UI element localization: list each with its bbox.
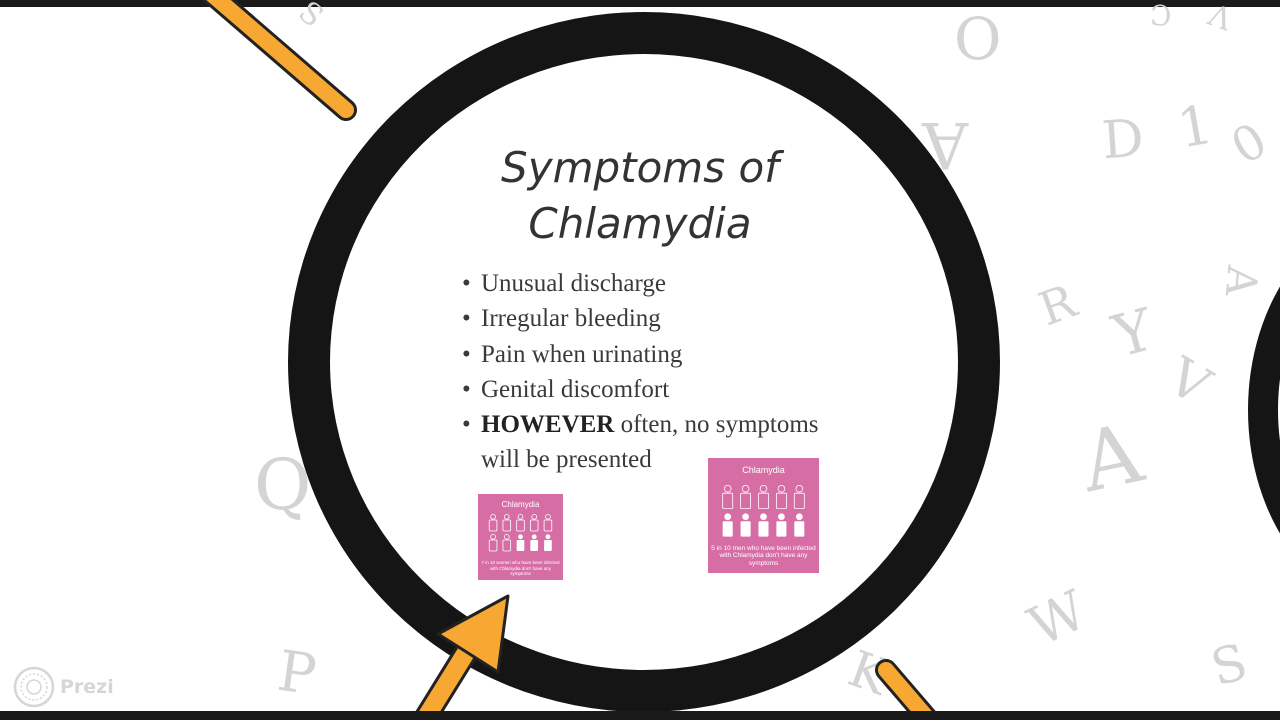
person-icon xyxy=(758,484,769,509)
list-item-text: Genital discomfort xyxy=(481,375,670,403)
person-icon xyxy=(543,514,553,532)
list-item: • Irregular bleeding xyxy=(462,301,882,336)
person-icon xyxy=(502,514,512,532)
person-icon xyxy=(740,484,752,509)
bullet-icon: • xyxy=(462,305,471,333)
card-title: Chlamydia xyxy=(501,500,540,509)
person-icon xyxy=(488,514,498,532)
card-caption: 7 in 10 women who have been infected wit… xyxy=(481,560,560,576)
person-icon xyxy=(794,513,805,537)
person-icon xyxy=(722,484,734,509)
list-item: • HOWEVER often, no symptoms will be pre… xyxy=(462,407,882,478)
men-infographic-card[interactable]: Chlamydia 5 in 10 men who have been infe… xyxy=(708,458,819,573)
list-item-text: Unusual discharge xyxy=(481,270,666,297)
arrow-top-left xyxy=(201,0,357,121)
person-icon xyxy=(775,484,787,509)
person-icon xyxy=(544,534,552,551)
bullet-icon: • xyxy=(462,340,471,368)
list-item-text: Pain when urinating xyxy=(481,340,683,368)
bullet-icon: • xyxy=(462,375,471,403)
bg-letter-o: O xyxy=(954,5,1002,73)
slide-title: Symptoms of Chlamydia xyxy=(440,140,840,252)
person-icon xyxy=(516,514,525,532)
title-line-2: Chlamydia xyxy=(528,199,752,248)
person-icon xyxy=(793,484,805,509)
list-item-text: often, no symptoms xyxy=(614,411,819,439)
women-figures-icon xyxy=(488,514,553,552)
list-item: • Pain when urinating xyxy=(462,337,882,372)
person-icon xyxy=(776,513,787,537)
top-letterbox-bar xyxy=(0,0,1280,7)
person-icon xyxy=(516,534,525,551)
arrow-bottom-left xyxy=(410,594,510,720)
symptom-list: • Unusual discharge • Irregular bleeding… xyxy=(462,266,882,478)
prezi-logo-text: Prezi xyxy=(60,676,114,698)
arrow-bottom-right xyxy=(875,659,944,720)
bullet-icon: • xyxy=(462,270,471,297)
person-icon xyxy=(529,514,539,532)
card-title: Chlamydia xyxy=(742,465,785,475)
bottom-letterbox-bar xyxy=(0,711,1280,720)
men-figures-icon xyxy=(722,484,805,537)
women-infographic-card[interactable]: Chlamydia 7 in 10 women who have been in… xyxy=(478,494,563,580)
list-item: • Genital discomfort xyxy=(462,372,882,407)
list-item-continuation: will be presented xyxy=(481,446,652,474)
title-line-1: Symptoms of xyxy=(501,143,779,192)
list-item: • Unusual discharge xyxy=(462,266,882,301)
person-icon xyxy=(502,533,512,552)
person-icon xyxy=(530,534,539,551)
person-icon xyxy=(740,513,751,537)
person-icon xyxy=(722,513,733,537)
person-icon xyxy=(488,533,498,552)
card-caption: 5 in 10 men who have been infected with … xyxy=(711,544,816,567)
bullet-icon: • xyxy=(462,411,471,439)
prezi-logo-icon xyxy=(13,666,55,708)
list-item-text: Irregular bleeding xyxy=(481,305,661,333)
prezi-logo[interactable]: Prezi xyxy=(12,664,114,710)
list-item-emphasis: HOWEVER xyxy=(481,411,615,439)
person-icon xyxy=(758,513,769,537)
